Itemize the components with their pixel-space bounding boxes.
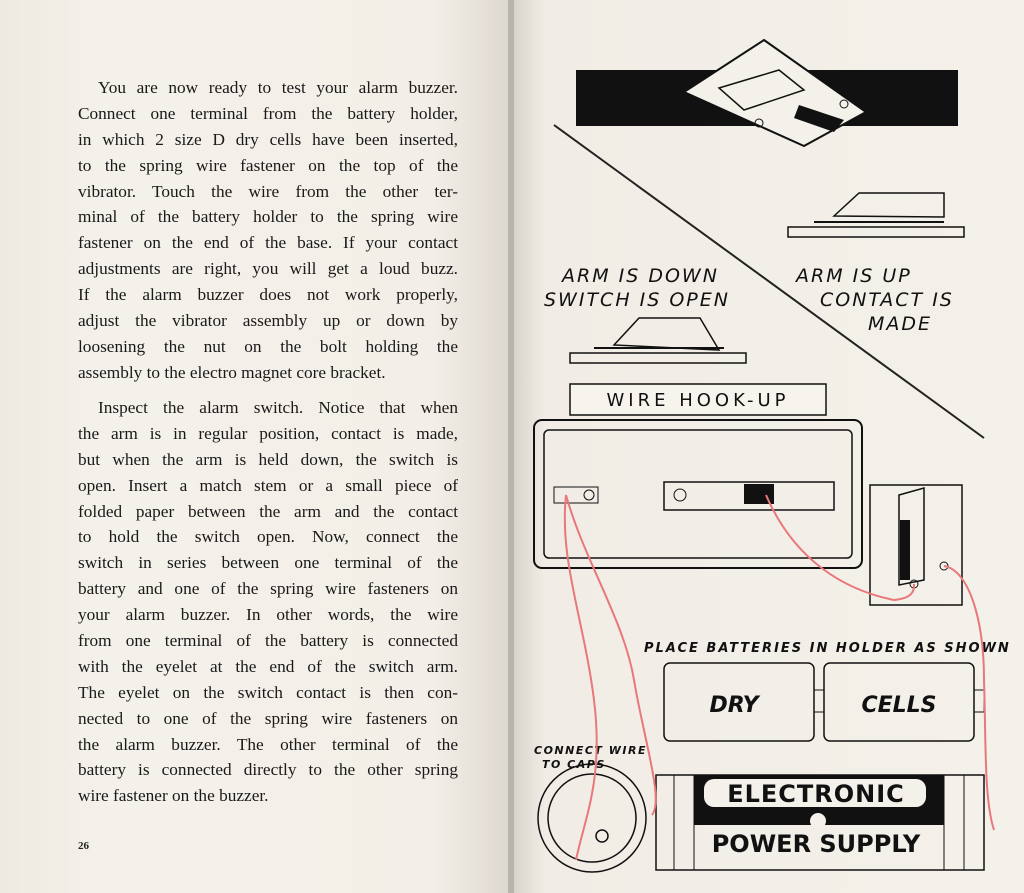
text-line: to the spring wire fastener on the top o…	[78, 155, 458, 175]
text-line: battery and one of the spring wire faste…	[78, 579, 458, 599]
spring-fastener-left	[553, 486, 599, 504]
paragraph-test-buzzer: You are now ready to test your alarm buz…	[78, 75, 458, 386]
cell-right-label: CELLS	[861, 693, 936, 718]
text-line: your alarm buzzer. In other words, the w…	[78, 605, 458, 625]
power-supply-line2: POWER SUPPLY	[712, 830, 921, 858]
text-line: fastener on the end of the base. If your…	[78, 233, 458, 253]
battery-cap	[537, 763, 647, 873]
switch-side-down	[569, 352, 747, 364]
connect-label-2: TO CAPS	[542, 758, 606, 771]
wire-hookup-title: WIRE HOOK-UP	[606, 390, 789, 411]
switch-top-view	[681, 38, 868, 148]
wire-hookup-box	[569, 383, 827, 416]
text-line: You are now ready to test your alarm buz…	[98, 78, 458, 97]
text-line: with the eyelet at the end of the switch…	[78, 656, 458, 676]
divider-line	[553, 124, 985, 439]
arm-up-label-3: MADE	[868, 313, 932, 335]
text-line: switch in series between one terminal of…	[78, 553, 458, 573]
arm-down-label-2: SWITCH IS OPEN	[544, 289, 730, 311]
text-line: but when the arm is held down, the switc…	[78, 449, 458, 469]
text-line: loosening the nut on the bolt holding th…	[78, 336, 458, 356]
text-line: wire fastener on the buzzer.	[78, 786, 269, 806]
text-line: The eyelet on the switch contact is then…	[78, 682, 458, 702]
buzzer-base	[533, 419, 863, 569]
text-line: minal of the battery holder to the sprin…	[78, 207, 458, 227]
text-line: to hold the switch open. Now, connect th…	[78, 527, 458, 547]
switch-side-up	[787, 226, 965, 238]
text-line: open. Insert a match stem or a small pie…	[78, 475, 458, 495]
text-line: folded paper between the arm and the con…	[78, 501, 458, 521]
batteries-label: PLACE BATTERIES IN HOLDER AS SHOWN	[644, 641, 1011, 656]
left-page: You are now ready to test your alarm buz…	[0, 0, 510, 893]
text-line: Connect one terminal from the battery ho…	[78, 103, 458, 123]
text-line: Inspect the alarm switch. Notice that wh…	[98, 398, 458, 417]
connect-label-1: CONNECT WIRE	[534, 744, 647, 757]
paragraph-inspect-switch: Inspect the alarm switch. Notice that wh…	[78, 395, 458, 809]
right-page	[514, 0, 1024, 893]
text-line: in which 2 size D dry cells have been in…	[78, 129, 458, 149]
power-supply-line1: ELECTRONIC	[727, 780, 905, 808]
cell-left-label: DRY	[709, 693, 760, 718]
text-line: If the alarm buzzer does not work proper…	[78, 285, 458, 305]
arm-up-label-2: CONTACT IS	[820, 289, 954, 311]
text-line: nected to one of the spring wire fastene…	[78, 708, 458, 728]
vibrator	[663, 481, 835, 511]
page-number: 26	[78, 840, 89, 852]
text-line: adjustments are right, you will get a lo…	[78, 259, 458, 279]
text-line: battery is connected directly to the oth…	[78, 760, 458, 780]
text-line: the arm is in regular position, contact …	[78, 423, 458, 443]
text-line: the alarm buzzer. The other terminal of …	[78, 734, 458, 754]
text-line: from one terminal of the battery is conn…	[78, 631, 458, 651]
arm-down-label-1: ARM IS DOWN	[560, 265, 719, 287]
text-line: vibrator. Touch the wire from the other …	[78, 181, 458, 201]
arm-up-label-1: ARM IS UP	[794, 265, 912, 287]
text-line: adjust the vibrator assembly up or down …	[78, 311, 458, 331]
book-gutter	[508, 0, 516, 893]
wiring-diagram: ARM IS DOWN SWITCH IS OPEN ARM IS UP CON…	[533, 38, 1011, 873]
red-wires	[563, 494, 995, 861]
text-line: assembly to the electro magnet core brac…	[78, 362, 386, 382]
alarm-switch	[869, 484, 963, 606]
